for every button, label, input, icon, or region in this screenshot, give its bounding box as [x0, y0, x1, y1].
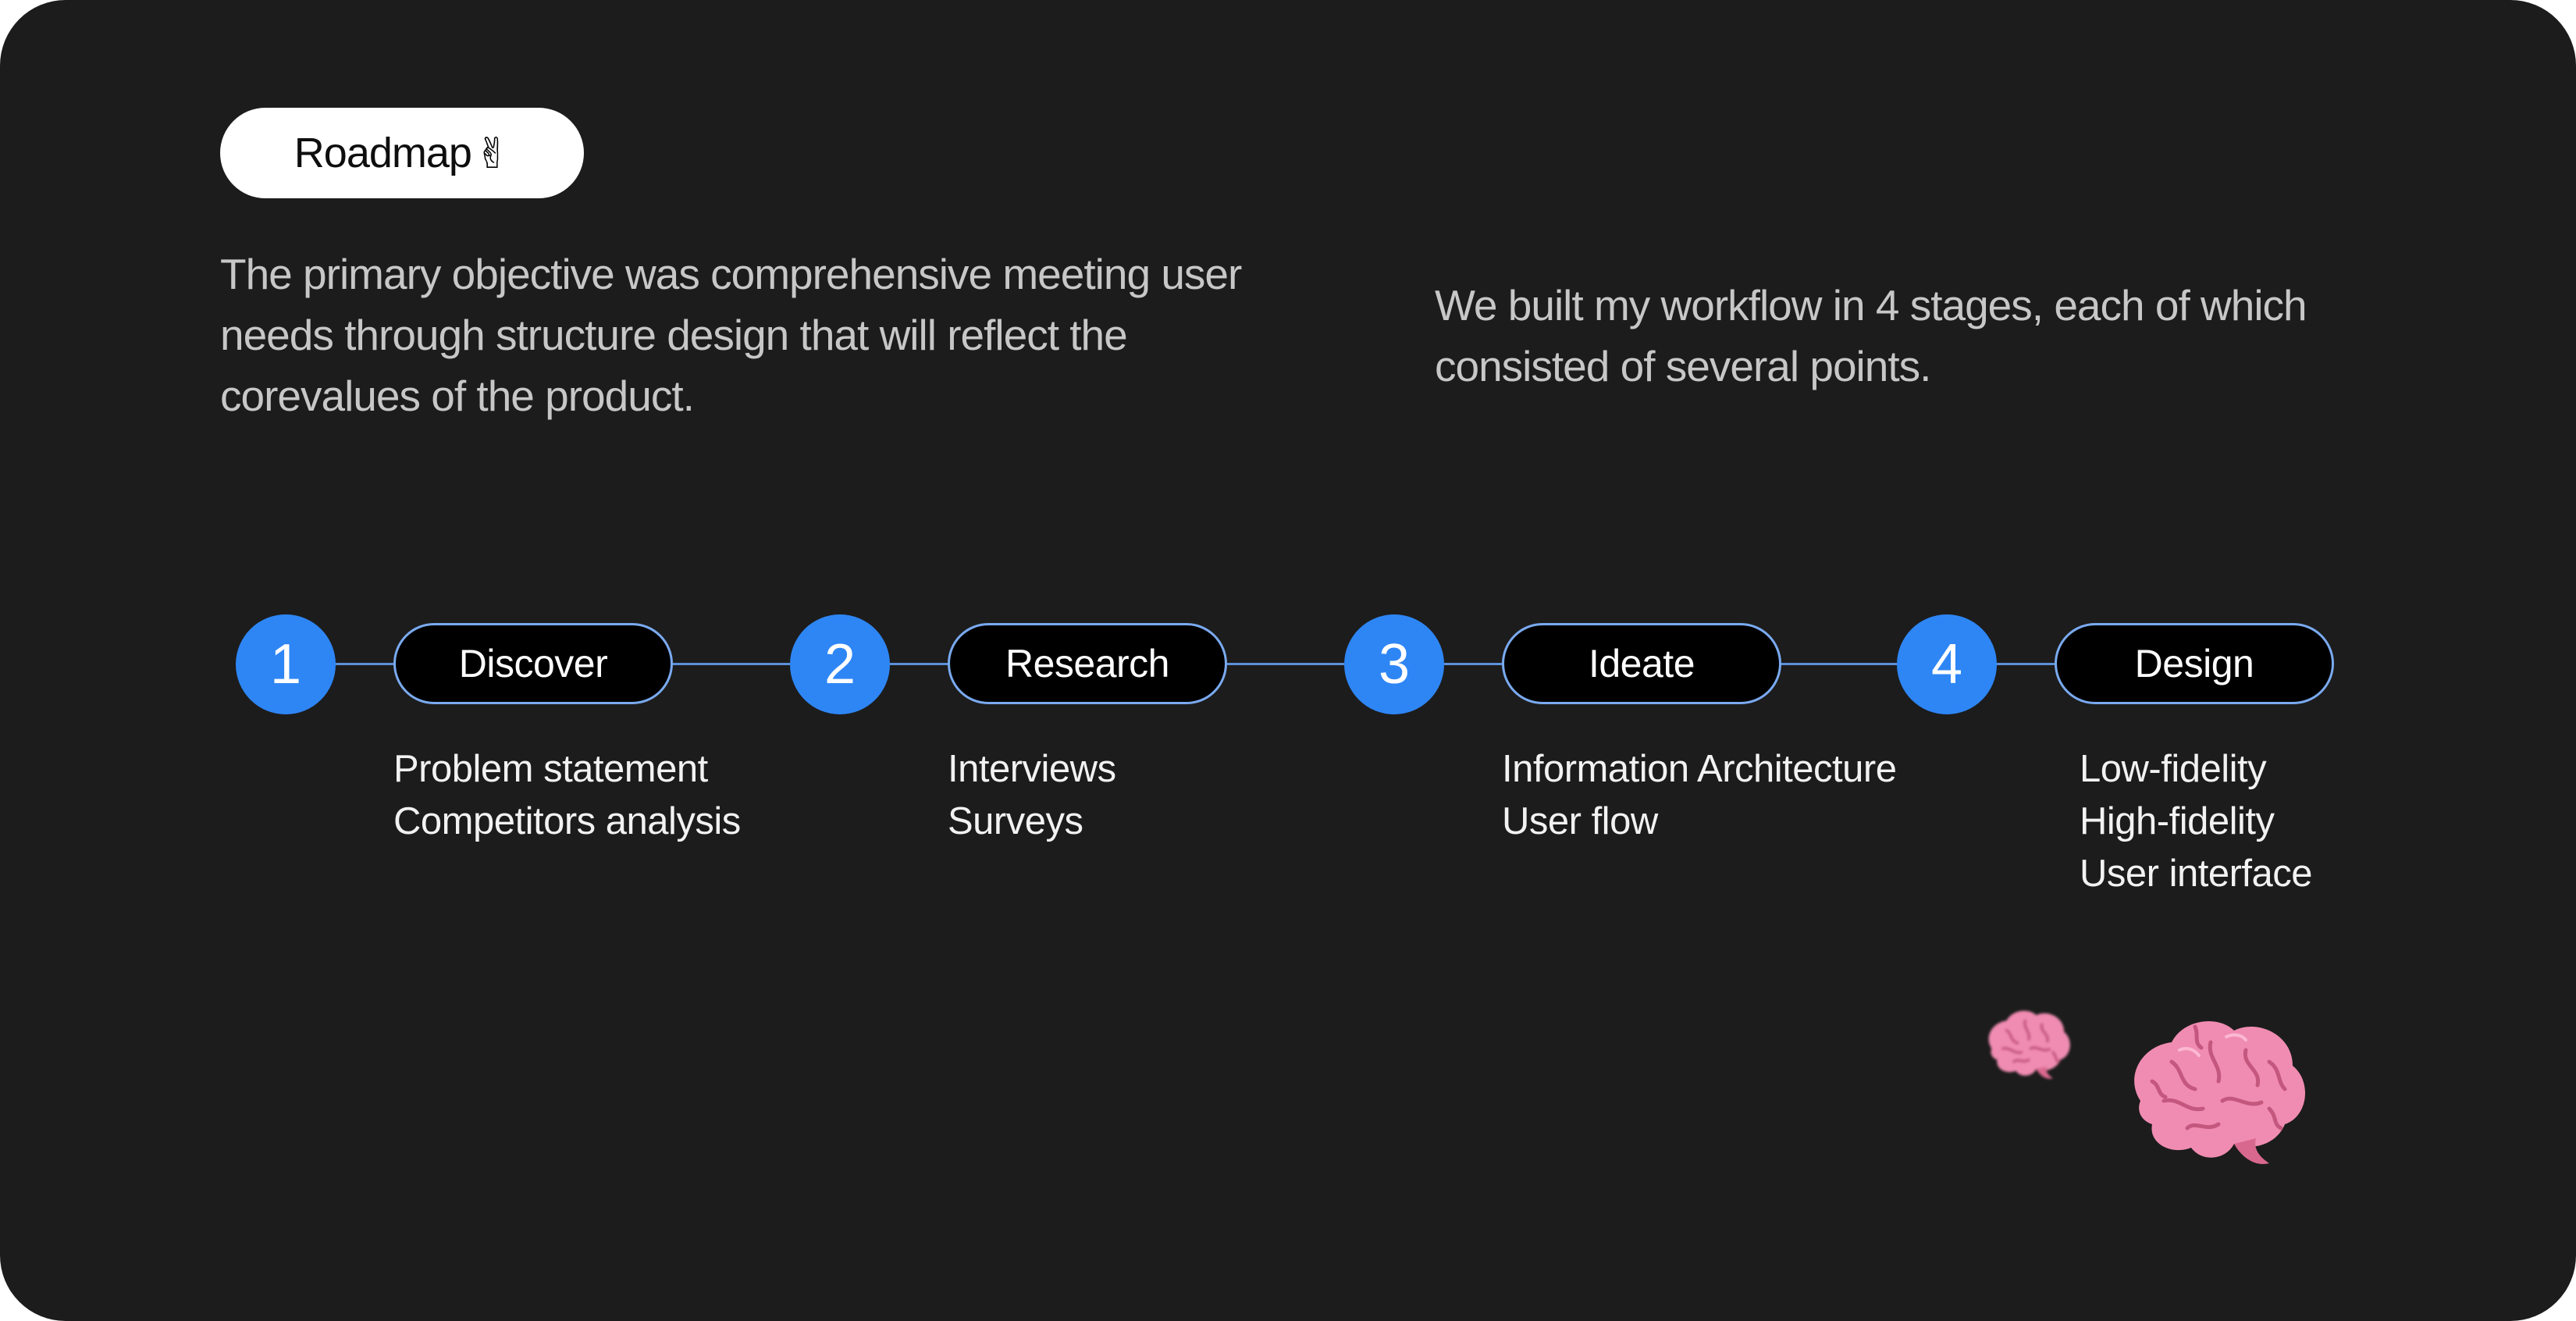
stage-point: User flow [1502, 800, 1658, 842]
stage-design: Design [2055, 623, 2334, 704]
connector-line [1995, 663, 2058, 665]
stage-point: Information Architecture [1502, 748, 1897, 790]
roadmap-badge: Roadmap✌ [220, 108, 584, 198]
step-number-2: 2 [790, 614, 890, 714]
step-number-1: 1 [236, 614, 336, 714]
connector-line [673, 663, 790, 665]
connector-line [1443, 663, 1502, 665]
large-brain-icon [2134, 1021, 2306, 1164]
stage-point: User interface [2080, 853, 2313, 895]
stage-research-points: Interviews Surveys [948, 743, 1116, 848]
stage-discover-points: Problem statement Competitors analysis [393, 743, 741, 848]
stage-point: High-fidelity [2080, 800, 2275, 842]
connector-line [1227, 663, 1344, 665]
connector-line [1780, 663, 1897, 665]
stage-point: Surveys [948, 800, 1083, 842]
stage-research: Research [948, 623, 1227, 704]
small-brain-icon [1988, 1010, 2070, 1079]
connector-line [318, 663, 393, 665]
stage-point: Problem statement [393, 748, 708, 790]
badge-label: Roadmap [294, 130, 472, 176]
step-number-4: 4 [1897, 614, 1997, 714]
step-number-3: 3 [1344, 614, 1444, 714]
workflow-text: We built my workflow in 4 stages, each o… [1435, 281, 2307, 390]
victory-hand-icon: ✌ [474, 130, 511, 177]
objective-text: The primary objective was comprehensive … [220, 250, 1242, 420]
connector-line [888, 663, 951, 665]
stage-ideate-points: Information Architecture User flow [1502, 743, 1897, 848]
stage-design-points: Low-fidelity High-fidelity User interfac… [2080, 743, 2313, 900]
stage-point: Interviews [948, 748, 1116, 790]
stage-ideate: Ideate [1502, 623, 1781, 704]
stage-discover: Discover [393, 623, 673, 704]
stage-point: Competitors analysis [393, 800, 741, 842]
stage-point: Low-fidelity [2080, 748, 2267, 790]
